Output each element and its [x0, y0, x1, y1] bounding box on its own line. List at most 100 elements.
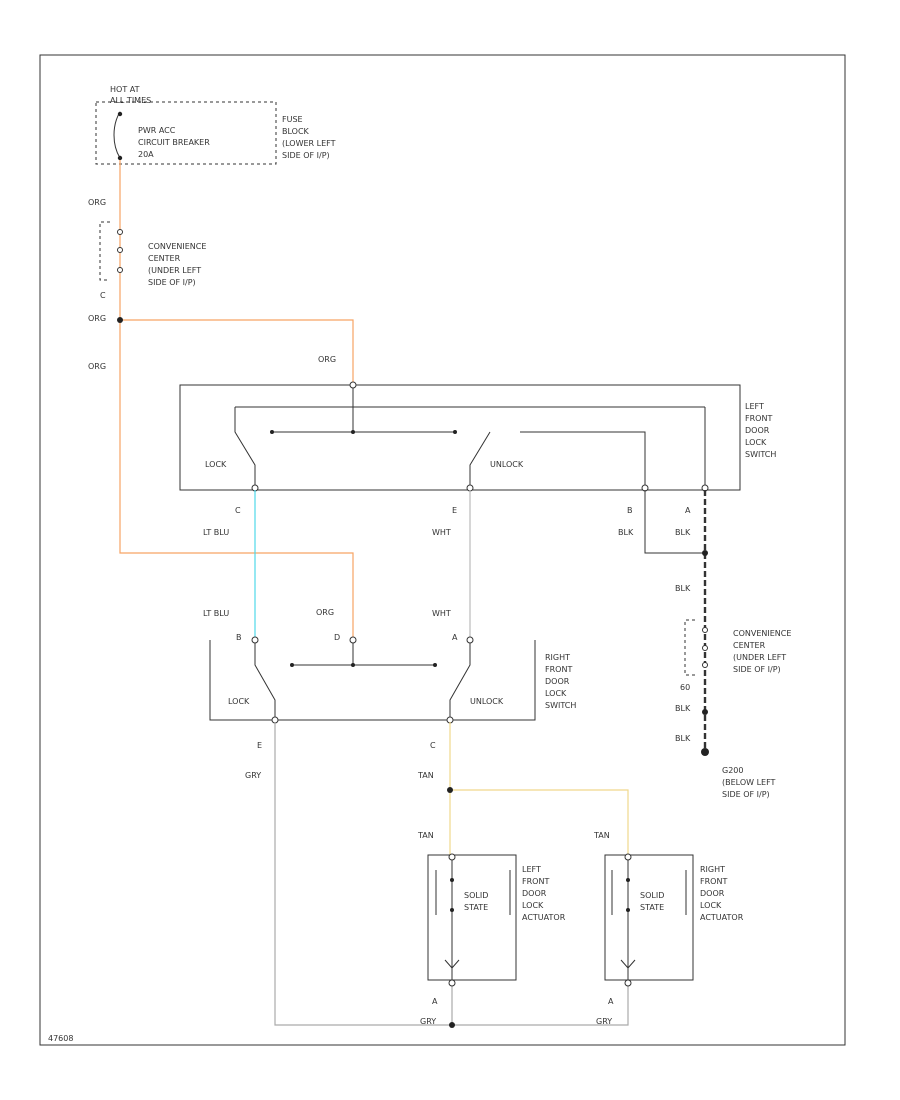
right-switch-contact-left — [290, 663, 294, 667]
conv-right-pin-60: 60 — [680, 683, 690, 692]
right-switch-label-1: RIGHT — [545, 653, 570, 662]
wire-gry-label-3: GRY — [596, 1017, 612, 1026]
conv-center-top-symbol — [99, 221, 110, 281]
left-actuator-label-2: FRONT — [522, 877, 549, 886]
right-actuator-label-1: RIGHT — [700, 865, 725, 874]
right-switch-pin-e-label: E — [257, 741, 262, 750]
fuse-label-4: SIDE OF I/P) — [282, 151, 330, 160]
all-times-label: ALL TIMES — [110, 96, 151, 105]
ground-g200 — [701, 748, 709, 756]
conv-top-pin-3 — [117, 267, 123, 273]
conv-top-pin-2 — [117, 247, 123, 253]
right-actuator-label-2: FRONT — [700, 877, 727, 886]
right-switch-contact-right — [433, 663, 437, 667]
right-switch-pin-a-label: A — [452, 633, 458, 642]
breaker-terminal-top — [117, 111, 123, 117]
conv-top-label-2: CENTER — [148, 254, 181, 263]
left-switch-pin-e-label: E — [452, 506, 457, 515]
left-actuator-motor-symbol — [444, 959, 460, 969]
left-switch-left-leg — [234, 407, 256, 485]
left-switch-contact-right — [453, 430, 457, 434]
right-actuator-label-5: ACTUATOR — [700, 913, 744, 922]
wire-org-branch — [120, 319, 354, 385]
right-actuator-solid-2: STATE — [640, 903, 664, 912]
wire-org-label-1: ORG — [88, 198, 106, 207]
right-switch-lock: LOCK — [228, 697, 250, 706]
wire-org-main — [119, 160, 354, 640]
fuse-block-outline — [95, 101, 277, 165]
left-actuator-label-5: ACTUATOR — [522, 913, 566, 922]
conv-right-pin-2 — [702, 645, 708, 651]
left-switch-contact-left — [270, 430, 274, 434]
left-switch-pin-b-label: B — [627, 506, 633, 515]
wire-gry-label-1: GRY — [245, 771, 261, 780]
left-switch-pin-a-label: A — [685, 506, 691, 515]
left-actuator-pin-top — [448, 853, 456, 861]
conv-top-pin-c: C — [100, 291, 106, 300]
right-switch-pin-d-label: D — [334, 633, 340, 642]
splice-gry — [449, 1022, 455, 1028]
wire-org-label-5: ORG — [316, 608, 334, 617]
breaker-terminal-bottom — [117, 155, 123, 161]
wire-blk-b — [644, 490, 705, 554]
right-switch-left-leg — [254, 640, 276, 718]
wire-blk-label-4: BLK — [675, 704, 691, 713]
wire-tan-label-3: TAN — [593, 831, 610, 840]
right-switch-pin-b — [251, 636, 259, 644]
wire-tan-branch — [450, 789, 629, 855]
right-actuator-pin-top — [624, 853, 632, 861]
wire-blk-label-1: BLK — [618, 528, 634, 537]
fuse-label-3: (LOWER LEFT — [282, 139, 336, 148]
breaker-label-3: 20A — [138, 150, 154, 159]
splice-org — [117, 317, 123, 323]
right-actuator-solid-1: SOLID — [640, 891, 664, 900]
right-switch-label-3: DOOR — [545, 677, 570, 686]
right-actuator-pin-bottom — [624, 979, 632, 987]
left-actuator-box — [427, 854, 517, 981]
conv-right-label-1: CONVENIENCE — [733, 629, 791, 638]
outer-frame — [39, 54, 846, 1046]
left-switch-label-3: DOOR — [745, 426, 770, 435]
figure-id: 47608 — [48, 1034, 73, 1043]
wire-blk-label-3: BLK — [675, 584, 691, 593]
circuit-breaker-symbol — [113, 111, 121, 159]
left-actuator-solid-2: STATE — [464, 903, 488, 912]
hot-at-label: HOT AT — [110, 85, 140, 94]
wire-lt-blu-label-2: LT BLU — [203, 609, 229, 618]
right-switch-pin-d — [349, 636, 357, 644]
left-switch-contact-feed — [351, 430, 355, 434]
blk-connector-1 — [702, 709, 708, 715]
right-switch-unlock: UNLOCK — [470, 697, 504, 706]
left-actuator-contact-2 — [450, 908, 454, 912]
left-actuator-contact-1 — [450, 878, 454, 882]
left-actuator-solid-1: SOLID — [464, 891, 488, 900]
right-switch-pin-b-label: B — [236, 633, 242, 642]
right-actuator-label-3: DOOR — [700, 889, 725, 898]
left-actuator-label-3: DOOR — [522, 889, 547, 898]
wire-tan-label-1: TAN — [417, 771, 434, 780]
conv-top-pin-1 — [117, 229, 123, 235]
left-switch-box — [179, 384, 741, 491]
left-switch-label-4: LOCK — [745, 438, 767, 447]
wire-org-label-4: ORG — [318, 355, 336, 364]
conv-right-pin-3 — [702, 662, 708, 668]
wire-gry-label-2: GRY — [420, 1017, 436, 1026]
left-switch-b-leg — [520, 431, 646, 485]
wire-blk-label-5: BLK — [675, 734, 691, 743]
conv-right-label-2: CENTER — [733, 641, 766, 650]
left-switch-label-2: FRONT — [745, 414, 772, 423]
right-switch-pin-c-label: C — [430, 741, 436, 750]
conv-right-label-3: (UNDER LEFT — [733, 653, 786, 662]
conv-center-right-symbol — [684, 619, 695, 676]
left-switch-unlock: UNLOCK — [490, 460, 524, 469]
ground-label-2: (BELOW LEFT — [722, 778, 776, 787]
conv-right-label-4: SIDE OF I/P) — [733, 665, 781, 674]
right-switch-label-5: SWITCH — [545, 701, 576, 710]
fuse-label-1: FUSE — [282, 115, 303, 124]
right-actuator-label-4: LOCK — [700, 901, 722, 910]
left-switch-label-5: SWITCH — [745, 450, 776, 459]
right-actuator-motor-symbol — [620, 959, 636, 969]
right-actuator-contact-1 — [626, 878, 630, 882]
fuse-label-2: BLOCK — [282, 127, 310, 136]
